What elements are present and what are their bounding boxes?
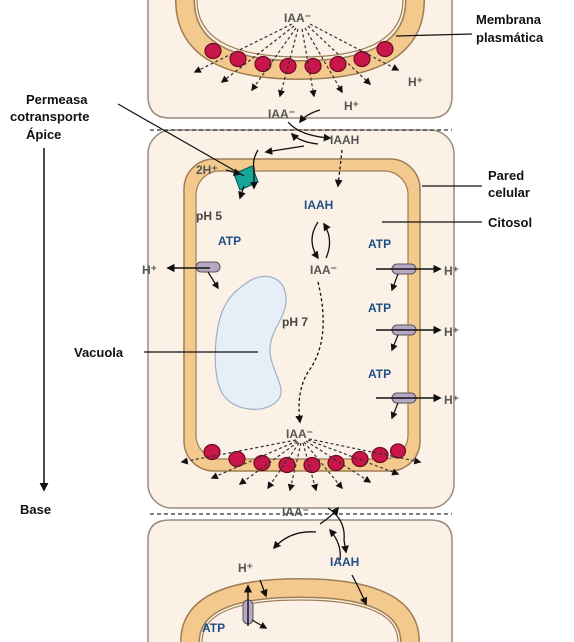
h-plus-right-1: H⁺	[444, 264, 459, 278]
iaa-minus-lower: IAA⁻	[286, 427, 313, 441]
h-plus-right-2: H⁺	[444, 325, 459, 339]
label-permeasa-1: Permeasa	[26, 92, 88, 107]
label-membrana-1: Membrana	[476, 12, 542, 27]
ph7-label: pH 7	[282, 315, 308, 329]
iaa-minus-junction: IAA⁻	[282, 505, 309, 519]
label-citosol: Citosol	[488, 215, 532, 230]
iaa-minus-upper: IAA⁻	[268, 107, 295, 121]
iaah-bottom: IAAH	[330, 555, 359, 569]
h-plus-left: H⁺	[142, 263, 157, 277]
atp-right-1: ATP	[368, 237, 391, 251]
iaah-upper: IAAH	[330, 133, 359, 147]
label-membrana-2: plasmática	[476, 30, 544, 45]
atp-right-3: ATP	[368, 367, 391, 381]
label-base: Base	[20, 502, 51, 517]
h-plus-right-3: H⁺	[444, 393, 459, 407]
h-plus-top: H⁺	[408, 75, 423, 89]
label-pared-1: Pared	[488, 168, 524, 183]
atp-right-2: ATP	[368, 301, 391, 315]
iaah-cytosol: IAAH	[304, 198, 333, 212]
label-apice: Ápice	[26, 127, 61, 142]
atp-bottom: ATP	[202, 621, 225, 635]
label-pared-2: celular	[488, 185, 530, 200]
label-vacuola: Vacuola	[74, 345, 124, 360]
ph5-label: pH 5	[196, 209, 222, 223]
two-h-plus: 2H⁺	[196, 163, 218, 177]
atp-left: ATP	[218, 234, 241, 248]
iaa-minus-cytosol: IAA⁻	[310, 263, 337, 277]
h-plus-upper: H⁺	[344, 99, 359, 113]
iaa-minus-top: IAA⁻	[284, 11, 311, 25]
label-permeasa-2: cotransporte	[10, 109, 89, 124]
h-plus-bottom: H⁺	[238, 561, 253, 575]
bottom-cell	[148, 520, 452, 642]
